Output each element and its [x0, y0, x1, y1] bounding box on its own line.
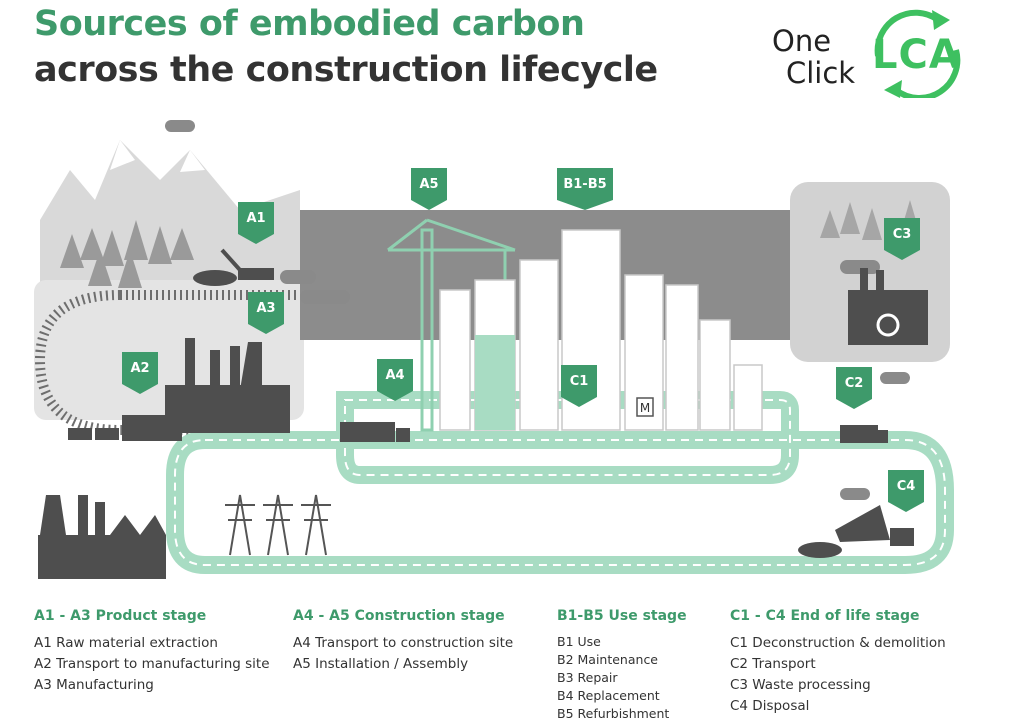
- stage-item: B1 Use: [557, 634, 601, 649]
- stage-item: B3 Repair: [557, 670, 618, 685]
- city-skyline: [439, 229, 763, 431]
- truck-a4: [340, 422, 410, 442]
- truck-c2: [840, 425, 888, 443]
- train: [68, 415, 182, 441]
- lifecycle-illustration: M: [34, 120, 954, 579]
- stage-item: A2 Transport to manufacturing site: [34, 656, 270, 672]
- stage-list-use: B1 Use B2 Maintenance B3 Repair B4 Repla…: [557, 633, 669, 723]
- badge-a4: A4: [377, 359, 413, 401]
- stage-title-construction: A4 - A5 Construction stage: [293, 608, 505, 624]
- stage-item: B5 Refurbishment: [557, 706, 670, 721]
- stage-list-end-of-life: C1 Deconstruction & demolition C2 Transp…: [730, 633, 946, 717]
- badge-c2: C2: [836, 367, 872, 409]
- badge-c3: C3: [884, 218, 920, 260]
- logo-word-click: Click: [786, 56, 856, 90]
- one-click-lca-logo: One Click LCA: [760, 6, 970, 98]
- stage-list-construction: A4 Transport to construction site A5 Ins…: [293, 633, 513, 675]
- excavator: [193, 248, 274, 286]
- logo-word-one: One: [772, 24, 832, 58]
- stage-item: A1 Raw material extraction: [34, 635, 218, 651]
- stage-item: B4 Replacement: [557, 688, 660, 703]
- stage-title-product: A1 - A3 Product stage: [34, 608, 207, 624]
- stage-item: A4 Transport to construction site: [293, 635, 514, 651]
- factory-a3: [165, 338, 290, 433]
- stage-item: A3 Manufacturing: [34, 677, 154, 693]
- stage-item: A5 Installation / Assembly: [293, 656, 469, 672]
- road: [166, 391, 954, 574]
- stage-title-end-of-life: C1 - C4 End of life stage: [730, 608, 920, 624]
- title-line-2: across the construction lifecycle: [34, 50, 658, 90]
- badge-b1-b5: B1-B5: [557, 168, 613, 210]
- clouds: [165, 120, 910, 500]
- stage-item: C1 Deconstruction & demolition: [730, 635, 946, 651]
- metro-sign: M: [636, 397, 654, 417]
- recycling-plant: [848, 268, 928, 345]
- badge-a1: A1: [238, 202, 274, 244]
- stage-title-use: B1-B5 Use stage: [557, 608, 687, 624]
- badge-c4: C4: [888, 470, 924, 512]
- badge-a3: A3: [248, 292, 284, 334]
- stage-item: C3 Waste processing: [730, 677, 871, 693]
- stage-item: C2 Transport: [730, 656, 816, 672]
- factory-power: [38, 495, 166, 579]
- stage-item: C4 Disposal: [730, 698, 810, 714]
- title-line-1: Sources of embodied carbon: [34, 4, 585, 44]
- metro-letter: M: [640, 401, 650, 415]
- badge-c1: C1: [561, 365, 597, 407]
- stage-list-product: A1 Raw material extraction A2 Transport …: [34, 633, 270, 696]
- recycle-arrows-icon: [874, 9, 961, 98]
- stage-item: B2 Maintenance: [557, 652, 659, 667]
- logo-word-lca: LCA: [872, 32, 961, 78]
- badge-a2: A2: [122, 352, 158, 394]
- power-pylons: [225, 494, 331, 556]
- badge-a5: A5: [411, 168, 447, 210]
- forest-left: [60, 220, 194, 288]
- dump-truck-c4: [798, 505, 914, 558]
